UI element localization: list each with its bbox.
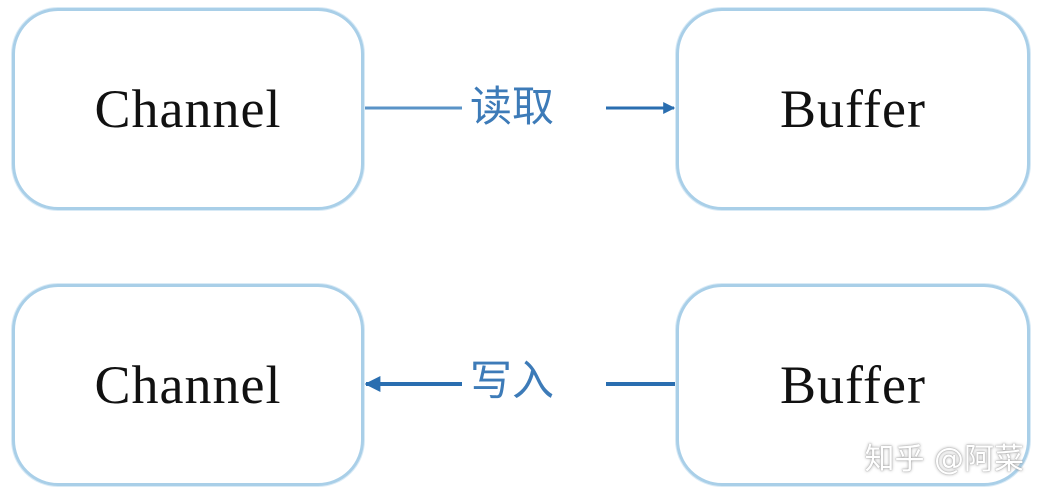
read-edge-label: 读取	[470, 82, 555, 131]
write-edge-label: 写入	[470, 356, 555, 405]
buffer-node-top-label: Buffer	[780, 79, 926, 139]
buffer-node-bottom-label: Buffer	[780, 355, 926, 415]
buffer-node-top: Buffer	[676, 8, 1030, 210]
channel-node-top: Channel	[12, 8, 364, 210]
channel-node-top-label: Channel	[94, 79, 282, 139]
channel-node-bottom-label: Channel	[94, 355, 282, 415]
channel-node-bottom: Channel	[12, 284, 364, 486]
watermark: 知乎 @阿菜	[864, 442, 1024, 477]
buffer-node-bottom: Buffer	[676, 284, 1030, 486]
